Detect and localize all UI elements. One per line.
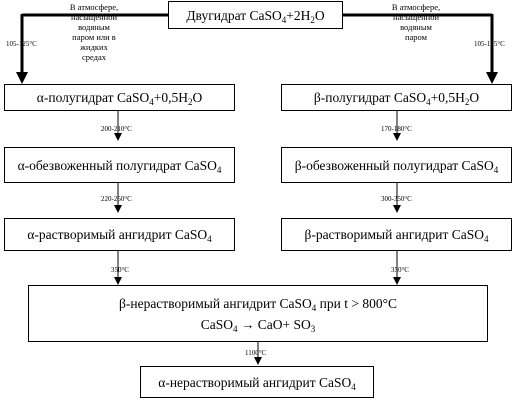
beta-hemihydrate-text: β-полугидрат CaSO — [313, 90, 427, 105]
dihydrate-text3: O — [314, 7, 325, 23]
beta-soluble-anhydrite-box: β-растворимый ангидрит CaSO4 — [281, 218, 512, 251]
temp-bottom: 1100°C — [245, 349, 267, 357]
alpha-soluble-anhydrite-text: α-растворимый ангидрит CaSO — [27, 227, 208, 242]
alpha-hemihydrate-label: α-полугидрат CaSO4+0,5H2O — [36, 89, 203, 107]
beta-insoluble-anhydrite-box: β-нерастворимый ангидрит CaSO4 при t > 8… — [28, 285, 488, 342]
beta-hemihydrate-box: β-полугидрат CaSO4+0,5H2O — [281, 84, 512, 111]
left-note-line: паром или в — [72, 32, 116, 42]
beta-insoluble-line2: CaSO4 → CaO+ SO3 — [200, 316, 316, 334]
beta-insoluble-line2-sub: 4 — [233, 323, 238, 334]
beta-dehydrated-text: β-обезвоженный полугидрат CaSO — [294, 157, 494, 173]
alpha-dehydrated-sub: 4 — [216, 164, 222, 175]
alpha-soluble-anhydrite-sub: 4 — [207, 234, 212, 244]
alpha-insoluble-anhydrite-sub: 4 — [351, 381, 356, 392]
beta-soluble-anhydrite-sub: 4 — [484, 234, 489, 244]
temp-beta-1: 170-180°C — [381, 125, 412, 133]
alpha-dehydrated-box: α-обезвоженный полугидрат CaSO4 — [4, 147, 235, 183]
dihydrate-text2: +2H — [286, 7, 311, 23]
alpha-soluble-anhydrite-label: α-растворимый ангидрит CaSO4 — [27, 226, 212, 244]
beta-dehydrated-sub: 4 — [493, 164, 499, 175]
beta-dehydrated-label: β-обезвоженный полугидрат CaSO4 — [294, 157, 499, 175]
left-branch-arrowhead — [16, 72, 28, 84]
beta-insoluble-line1-text: β-нерастворимый ангидрит CaSO — [118, 295, 312, 311]
alpha-hemihydrate-text2: +0,5H — [153, 90, 188, 105]
left-note-line: В атмосфере, — [69, 2, 119, 12]
beta-insoluble-line1: β-нерастворимый ангидрит CaSO4 при t > 8… — [118, 295, 397, 313]
left-note-line: насыщенной — [70, 12, 118, 22]
alpha-soluble-anhydrite-box: α-растворимый ангидрит CaSO4 — [4, 218, 235, 251]
alpha-hemihydrate-sub2: 2 — [187, 97, 193, 107]
alpha-hemihydrate-sub: 4 — [149, 97, 154, 107]
beta-insoluble-line1-text2: при t > 800°C — [316, 295, 397, 311]
beta-insoluble-line2-text2: → CaO+ SO — [237, 316, 311, 332]
alpha-hemihydrate-box: α-полугидрат CaSO4+0,5H2O — [4, 84, 235, 111]
right-condition-note: В атмосфере, насыщенной водяным паром — [380, 2, 452, 42]
alpha-insoluble-anhydrite-box: α-нерастворимый ангидрит CaSO4 — [140, 366, 374, 398]
dihydrate-sub: 4 — [281, 14, 287, 25]
left-note-line: жидких — [80, 42, 108, 52]
beta-soluble-anhydrite-text: β-растворимый ангидрит CaSO — [304, 227, 485, 242]
temp-alpha-1: 200-210°C — [101, 125, 132, 133]
beta-hemihydrate-text3: O — [469, 90, 480, 105]
beta-hemihydrate-sub2: 2 — [464, 97, 470, 107]
temp-beta-3: 350°C — [391, 266, 409, 274]
right-note-line: насыщенной — [392, 12, 440, 22]
beta-insoluble-line2-text: CaSO — [200, 316, 233, 332]
alpha-dehydrated-text: α-обезвоженный полугидрат CaSO — [17, 157, 217, 173]
left-note-line: водяным — [78, 22, 110, 32]
left-condition-note: В атмосфере, насыщенной водяным паром ил… — [58, 2, 130, 62]
beta-insoluble-line1-sub: 4 — [311, 302, 317, 313]
beta-insoluble-line2-sub2: 3 — [310, 323, 316, 334]
left-note-line: средах — [81, 52, 107, 62]
beta-soluble-anhydrite-label: β-растворимый ангидрит CaSO4 — [304, 226, 489, 244]
right-note-line: водяным — [400, 22, 432, 32]
temp-left-top: 105-125°C — [6, 40, 37, 48]
alpha-insoluble-anhydrite-text: α-нерастворимый ангидрит CaSO — [158, 374, 352, 390]
right-note-line: паром — [404, 32, 428, 42]
beta-hemihydrate-sub: 4 — [426, 97, 431, 107]
temp-alpha-3: 350°C — [111, 266, 129, 274]
temp-alpha-2: 220-250°C — [101, 195, 132, 203]
beta-dehydrated-box: β-обезвоженный полугидрат CaSO4 — [281, 147, 512, 183]
beta-hemihydrate-label: β-полугидрат CaSO4+0,5H2O — [313, 89, 480, 107]
temp-beta-2: 300-350°C — [381, 195, 412, 203]
temp-right-top: 105-125°C — [474, 40, 505, 48]
dihydrate-box: Двугидрат CaSO4+2H2O — [168, 1, 343, 29]
alpha-hemihydrate-text3: O — [192, 90, 203, 105]
beta-hemihydrate-text2: +0,5H — [430, 90, 465, 105]
dihydrate-label: Двугидрат CaSO4+2H2O — [186, 7, 325, 25]
alpha-hemihydrate-text: α-полугидрат CaSO — [36, 90, 150, 105]
dihydrate-sub2: 2 — [310, 14, 315, 25]
dihydrate-text: Двугидрат CaSO — [186, 7, 282, 23]
right-branch-arrowhead — [486, 72, 498, 84]
alpha-insoluble-anhydrite-label: α-нерастворимый ангидрит CaSO4 — [158, 374, 356, 392]
right-note-line: В атмосфере, — [391, 2, 441, 12]
alpha-dehydrated-label: α-обезвоженный полугидрат CaSO4 — [17, 157, 222, 175]
